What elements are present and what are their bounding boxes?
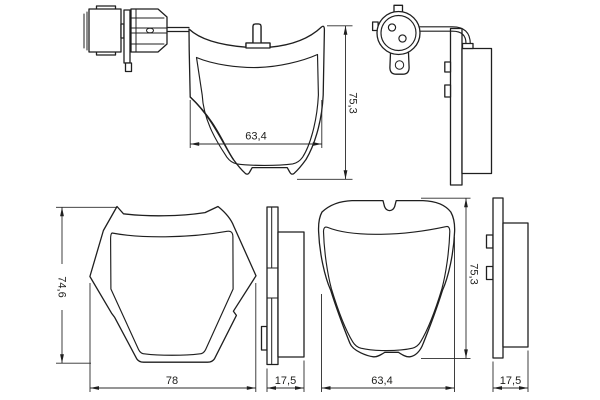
dim-outer-pad-height: 74,6 [56,206,116,364]
arrowhead-right [246,386,256,390]
plug-pin-2 [398,34,407,43]
dimension-line [297,25,353,180]
dim-top-pad-height: 75,3 [297,25,359,180]
arrowhead-up [464,198,468,208]
dim-outer-pad-width: 78 [89,283,257,392]
dim-label: 75,3 [468,263,480,284]
dim-label: 63,4 [371,375,392,387]
dim-label: 78 [166,375,178,387]
arrowhead-right [445,386,455,390]
retainer-tab-upper [444,61,452,73]
connector-flange [123,9,131,64]
pad-backplate-outline [89,205,257,363]
dim-label: 75,3 [347,92,359,113]
sensor-wire-outer [419,26,471,45]
arrowhead-up [60,207,64,217]
pad-front-outer [89,205,257,363]
arrowhead-left [190,142,200,146]
retainer-tab-lower [485,265,494,281]
retainer-tab-lower [444,84,452,98]
pad-friction-outline [322,225,451,352]
arrowhead-left [321,386,331,390]
connector-nut [130,8,168,53]
sensor-wire-left [166,26,190,33]
friction-side [502,222,529,348]
pad-front-inner [317,199,456,358]
arrowhead-up [343,25,348,35]
pad-left-taper [189,96,235,161]
dim-inner-pad-thickness: 17,5 [492,350,529,392]
sensor-post [252,23,262,44]
dim-inner-pad-height: 75,3 [421,197,480,359]
arrowhead-right [295,386,304,390]
backplate-side [492,197,504,359]
pad-side-inner [485,197,529,359]
dim-outer-pad-thickness: 17,5 [266,360,305,392]
arrowhead-left [267,386,276,390]
friction-side [277,231,305,358]
dim-inner-pad-width: 63,4 [321,237,455,392]
sensor-plug-bracket [389,49,410,75]
connector-nut-facets [130,8,165,53]
wear-sensor-connector [83,5,190,73]
arrowhead-down [343,170,348,180]
pad-friction-outline [110,230,234,356]
pad-front-top [188,23,326,175]
backplate-detail-lines [266,206,279,365]
dim-label: 63,4 [245,131,266,143]
dim-label: 17,5 [275,375,296,387]
arrowhead-down [60,354,64,364]
dimension-line [56,206,116,364]
sensor-plug-inner [380,14,417,52]
dimension-line [321,237,455,392]
bracket-hole [394,60,405,70]
retainer-tab-upper [485,234,494,249]
arrowhead-right [519,386,528,390]
plug-pin-1 [387,23,397,32]
pad-backplate-outline [317,199,456,358]
dimension-line [189,100,323,148]
backplate-side [266,206,279,366]
arrowhead-left [90,386,99,390]
dimension-line [421,197,471,359]
connector-cap-lines [83,11,88,51]
backplate-side [449,27,463,186]
sensor-plug-outer [376,10,421,56]
connector-slot-hole [146,27,154,34]
sensor-wire-inner [419,30,467,45]
dim-top-pad-width: 63,4 [189,100,323,148]
sensor-post-base [245,42,271,49]
arrowhead-down [464,349,468,359]
dim-label: 17,5 [500,375,521,387]
pad-side-outer [260,206,305,366]
retainer-tab [260,325,268,351]
arrowhead-left [493,386,502,390]
pad-side-top [371,4,493,186]
dimension-line [89,283,257,392]
connector-body [88,8,122,53]
sensor-clip [461,42,474,50]
friction-side [461,47,493,175]
dim-label: 74,6 [56,276,68,297]
arrowhead-right [312,142,322,146]
pad-friction-outline [195,53,319,166]
connector-foot [124,62,133,73]
